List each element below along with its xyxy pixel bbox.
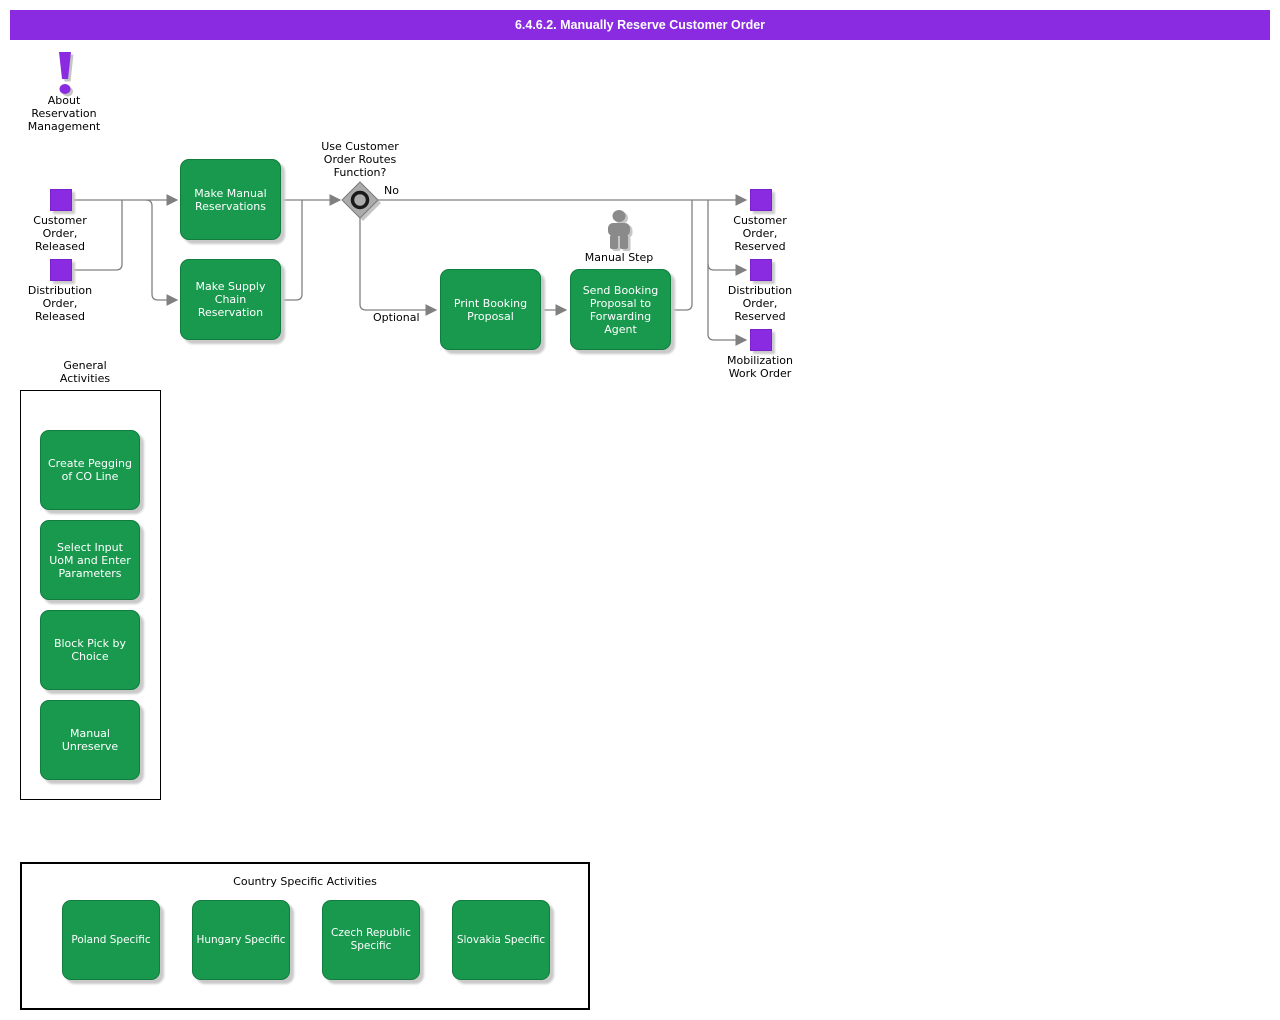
person-icon — [595, 206, 643, 252]
customer-order-reserved-label: Customer Order, Reserved — [733, 214, 787, 253]
decision-question-label: Use Customer Order Routes Function? — [321, 140, 399, 179]
title-bar: 6.4.6.2. Manually Reserve Customer Order — [10, 10, 1270, 40]
poland-specific-activity[interactable]: Poland Specific — [62, 900, 160, 980]
optional-branch-label: Optional — [373, 311, 420, 324]
decision-gateway-icon — [337, 177, 385, 225]
mobilization-work-order-label: Mobilization Work Order — [727, 354, 793, 380]
slovakia-specific-activity[interactable]: Slovakia Specific — [452, 900, 550, 980]
print-booking-proposal-activity[interactable]: Print Booking Proposal — [440, 269, 541, 350]
customer-order-reserved-node[interactable] — [750, 189, 772, 211]
send-booking-proposal-activity[interactable]: Send Booking Proposal to Forwarding Agen… — [570, 269, 671, 350]
manual-unreserve-activity[interactable]: Manual Unreserve — [40, 700, 140, 780]
czech-republic-specific-activity[interactable]: Czech Republic Specific — [322, 900, 420, 980]
block-pick-by-choice-activity[interactable]: Block Pick by Choice — [40, 610, 140, 690]
distribution-order-reserved-node[interactable] — [750, 259, 772, 281]
hungary-specific-activity[interactable]: Hungary Specific — [192, 900, 290, 980]
distribution-order-released-node[interactable] — [50, 259, 72, 281]
distribution-order-reserved-label: Distribution Order, Reserved — [727, 284, 793, 323]
customer-order-released-node[interactable] — [50, 189, 72, 211]
edge-split-to-make-supply — [145, 199, 179, 306]
mobilization-work-order-node[interactable] — [750, 329, 772, 351]
edge-send-merge — [671, 200, 693, 311]
distribution-order-released-label: Distribution Order, Released — [27, 284, 93, 323]
manual-step-label: Manual Step — [584, 251, 654, 264]
edge-branch-to-distribution-reserved — [707, 263, 748, 276]
select-input-uom-activity[interactable]: Select Input UoM and Enter Parameters — [40, 520, 140, 600]
exclamation-icon[interactable] — [48, 48, 84, 98]
country-specific-title: Country Specific Activities — [233, 875, 377, 888]
edge-make-supply-merge — [281, 200, 303, 301]
about-reservation-label[interactable]: About Reservation Management — [27, 94, 101, 133]
make-supply-chain-reservation-activity[interactable]: Make Supply Chain Reservation — [180, 259, 281, 340]
make-manual-reservations-activity[interactable]: Make Manual Reservations — [180, 159, 281, 240]
general-activities-title: General Activities — [59, 359, 111, 385]
edge-optional-to-print-booking — [359, 216, 438, 316]
create-pegging-activity[interactable]: Create Pegging of CO Line — [40, 430, 140, 510]
page-title: 6.4.6.2. Manually Reserve Customer Order — [514, 18, 766, 32]
no-branch-label: No — [384, 184, 399, 197]
customer-order-released-label: Customer Order, Released — [33, 214, 87, 253]
